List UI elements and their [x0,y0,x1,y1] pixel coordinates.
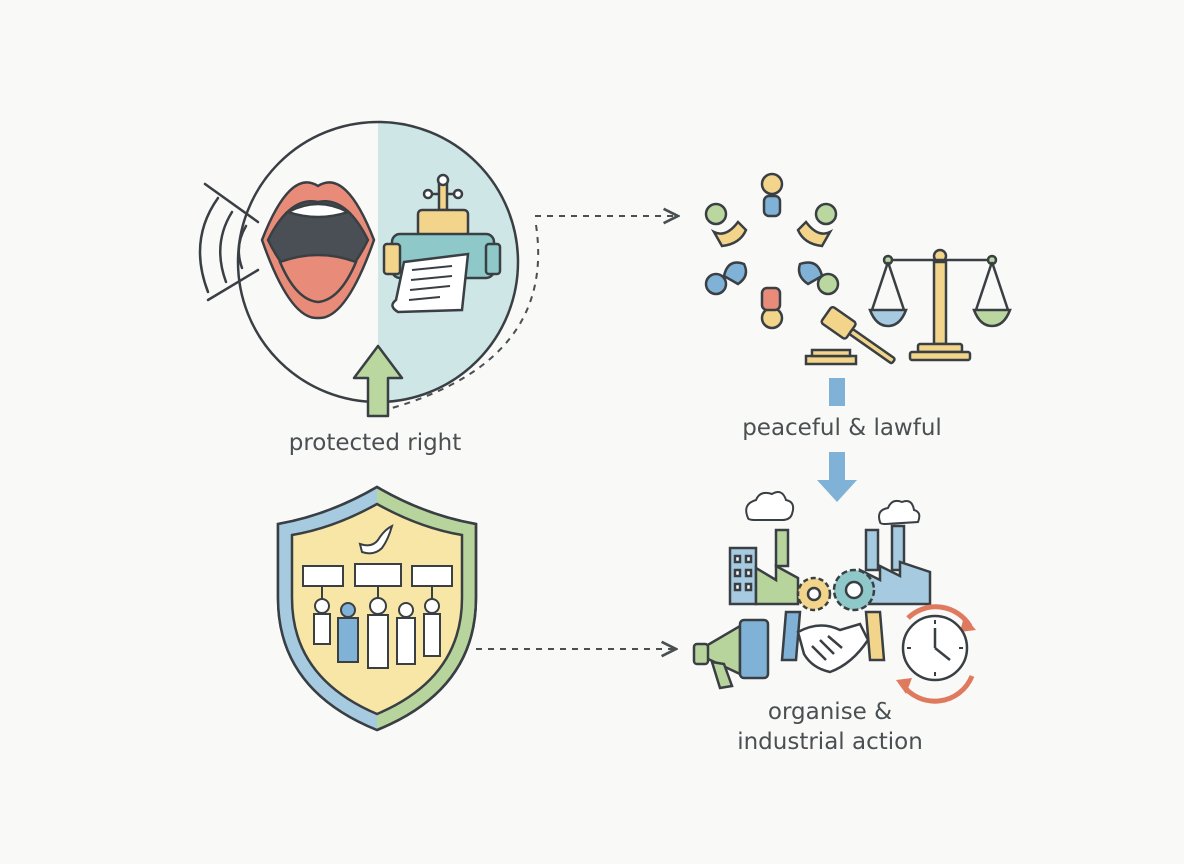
factory-icon [728,524,932,606]
printing-press-icon [382,173,502,314]
gavel-icon [804,305,896,366]
label-organise-line1: organise & [767,699,893,725]
speech-mouth-icon [260,181,376,320]
protesters-icon [302,563,453,669]
scales-icon [868,248,1012,362]
clock-icon [896,604,976,704]
dove-icon [358,524,394,555]
sound-waves-icon [198,182,260,302]
people-circle-icon [704,172,840,330]
label-organise-line2: industrial action [737,729,923,755]
protected-up-arrow-icon [352,344,404,418]
handshake-icon [780,610,886,674]
dashed-connector-top [391,216,678,409]
gears-icon [796,568,876,612]
label-protected-right: protected right [288,430,462,456]
down-arrow-icon [817,378,857,502]
megaphone-icon [692,618,770,690]
label-peaceful-lawful: peaceful & lawful [742,415,942,441]
cloud-icons [745,491,921,526]
label-organise-industrial-action: organise & industrial action [700,697,960,757]
